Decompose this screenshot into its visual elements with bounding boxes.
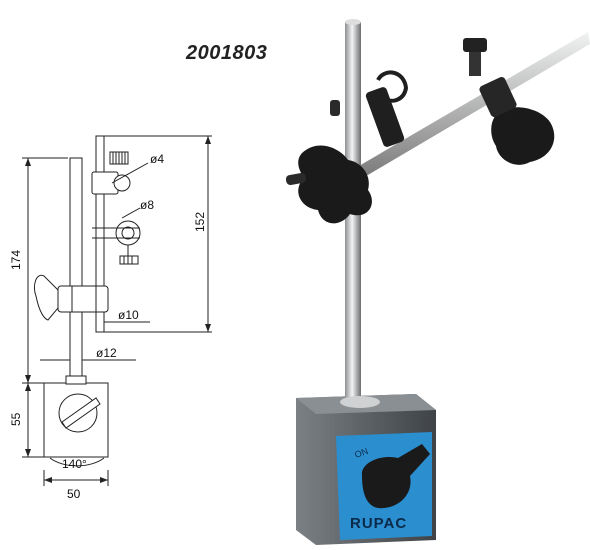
upper-clamp <box>365 87 405 147</box>
dim-174: 174 <box>9 250 23 270</box>
dial-on-label: ON <box>353 446 369 460</box>
drawing-clamp <box>57 285 109 313</box>
drawing-main-rod <box>69 157 83 384</box>
right-clamp-knob <box>491 107 555 165</box>
dim-55: 55 <box>9 412 23 426</box>
technical-drawing: 174 152 55 50 ø4 ø8 ø10 ø12 140° <box>9 135 212 501</box>
product-code: 2001803 <box>186 42 268 64</box>
dia-10: ø10 <box>118 308 139 322</box>
brand-label: RUPAC <box>350 515 407 532</box>
vertical-rod <box>345 22 361 402</box>
drawing-switch <box>58 393 98 433</box>
dia-8: ø8 <box>140 198 154 212</box>
dim-50: 50 <box>67 487 81 501</box>
dia-4: ø4 <box>150 152 164 166</box>
drawing-indicator-holder <box>115 220 141 246</box>
cross-rod <box>352 32 590 182</box>
drawing-star-knob <box>33 274 59 321</box>
rod-base-collar <box>340 396 380 408</box>
magnetic-base <box>296 394 436 545</box>
main-clamp-knob <box>298 145 372 224</box>
base-switch-knob <box>361 444 430 509</box>
fine-adjust-screw <box>463 38 487 52</box>
blue-plate <box>336 432 432 540</box>
dia-12: ø12 <box>96 346 117 360</box>
dim-152: 152 <box>193 212 207 232</box>
angle-140: 140° <box>62 457 87 471</box>
drawing-secondary-rod <box>95 135 105 333</box>
